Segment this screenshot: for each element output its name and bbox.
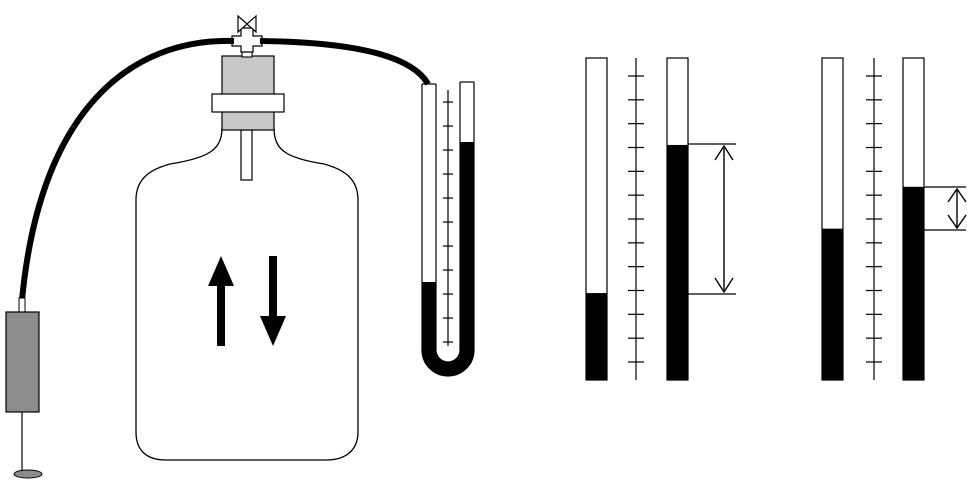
panel-1-scale-ticks [628, 75, 644, 363]
manometer-fluid-bend [422, 142, 474, 376]
arrow-up-icon [208, 256, 234, 346]
stopper [221, 55, 275, 131]
manometer-scale-ticks [443, 101, 453, 343]
column-panel-2 [821, 57, 967, 381]
valve-icon [231, 14, 263, 53]
double-arrow-icon [714, 144, 734, 294]
syringe-plunger-handle [13, 469, 43, 479]
double-arrow-icon [947, 187, 967, 230]
column-panel-1 [585, 57, 736, 381]
tube-to-manometer [259, 38, 431, 86]
tube-to-syringe [19, 37, 235, 301]
bottle-inner-tube [240, 129, 253, 181]
panel-2-scale-ticks [866, 75, 882, 363]
syringe-nozzle [18, 297, 26, 313]
panel-2-right-column-fluid [903, 186, 924, 380]
manometer [421, 81, 475, 377]
bottle-outline [135, 127, 359, 461]
panel-2-left-column-fluid [822, 228, 843, 380]
syringe-barrel [5, 311, 40, 413]
panel-1-left-column-fluid [586, 293, 607, 380]
panel-1-right-column-fluid [667, 144, 688, 380]
stopper-clamp [211, 93, 285, 113]
arrow-down-icon [260, 256, 286, 346]
